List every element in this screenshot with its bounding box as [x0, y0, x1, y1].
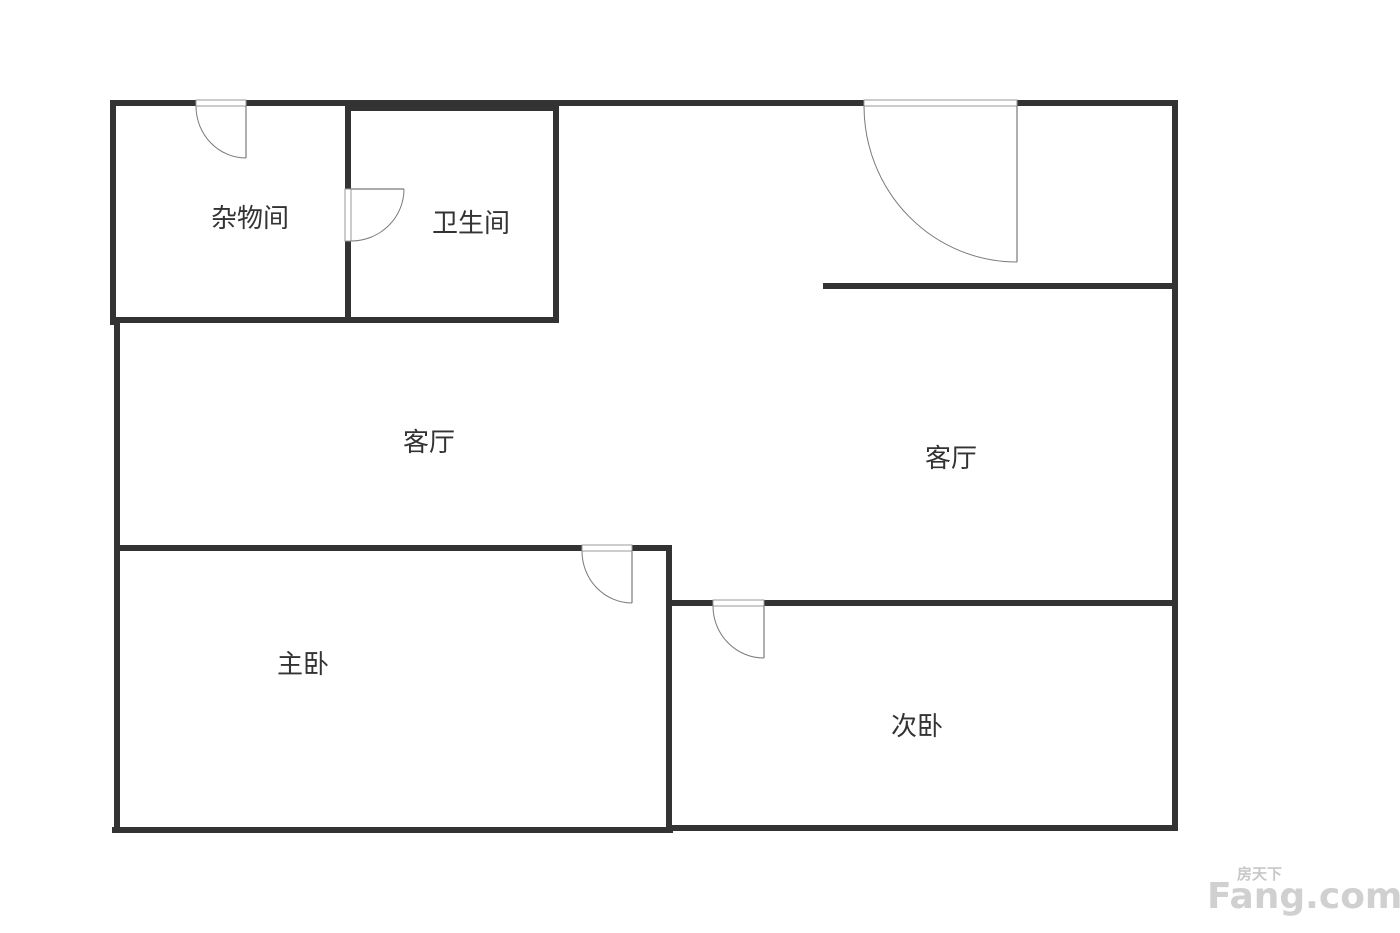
door-storage-opening [195, 99, 247, 107]
door-master-bedroom-opening [581, 544, 633, 552]
door-bathroom-swing [350, 188, 405, 242]
door-master-bedroom-swing [581, 550, 633, 604]
door-entrance [863, 99, 1018, 263]
outer-wall-left [110, 100, 120, 833]
door-storage-swing [195, 105, 247, 159]
room-label-master-bedroom: 主卧 [277, 650, 329, 680]
door-second-bedroom-opening [712, 599, 765, 607]
door-second-bedroom-swing [712, 605, 765, 659]
door-master-bedroom [581, 544, 633, 604]
door-entrance-swing [863, 105, 1018, 263]
room-label-second-bedroom: 次卧 [891, 712, 943, 742]
watermark-brand: Fang.com [1207, 876, 1400, 917]
door-bathroom-opening [344, 188, 352, 242]
room-label-living-right: 客厅 [925, 444, 977, 474]
door-entrance-opening [863, 99, 1018, 107]
walls [110, 100, 1178, 833]
room-label-living-left: 客厅 [403, 428, 455, 458]
room-label-storage: 杂物间 [211, 204, 289, 234]
watermark-chinese: 房天下 [1237, 865, 1282, 883]
watermark: 房天下 Fang.com [1207, 865, 1400, 917]
door-second-bedroom [712, 599, 765, 659]
door-bathroom [344, 188, 405, 242]
door-storage [195, 99, 247, 159]
room-label-bathroom: 卫生间 [432, 209, 510, 239]
